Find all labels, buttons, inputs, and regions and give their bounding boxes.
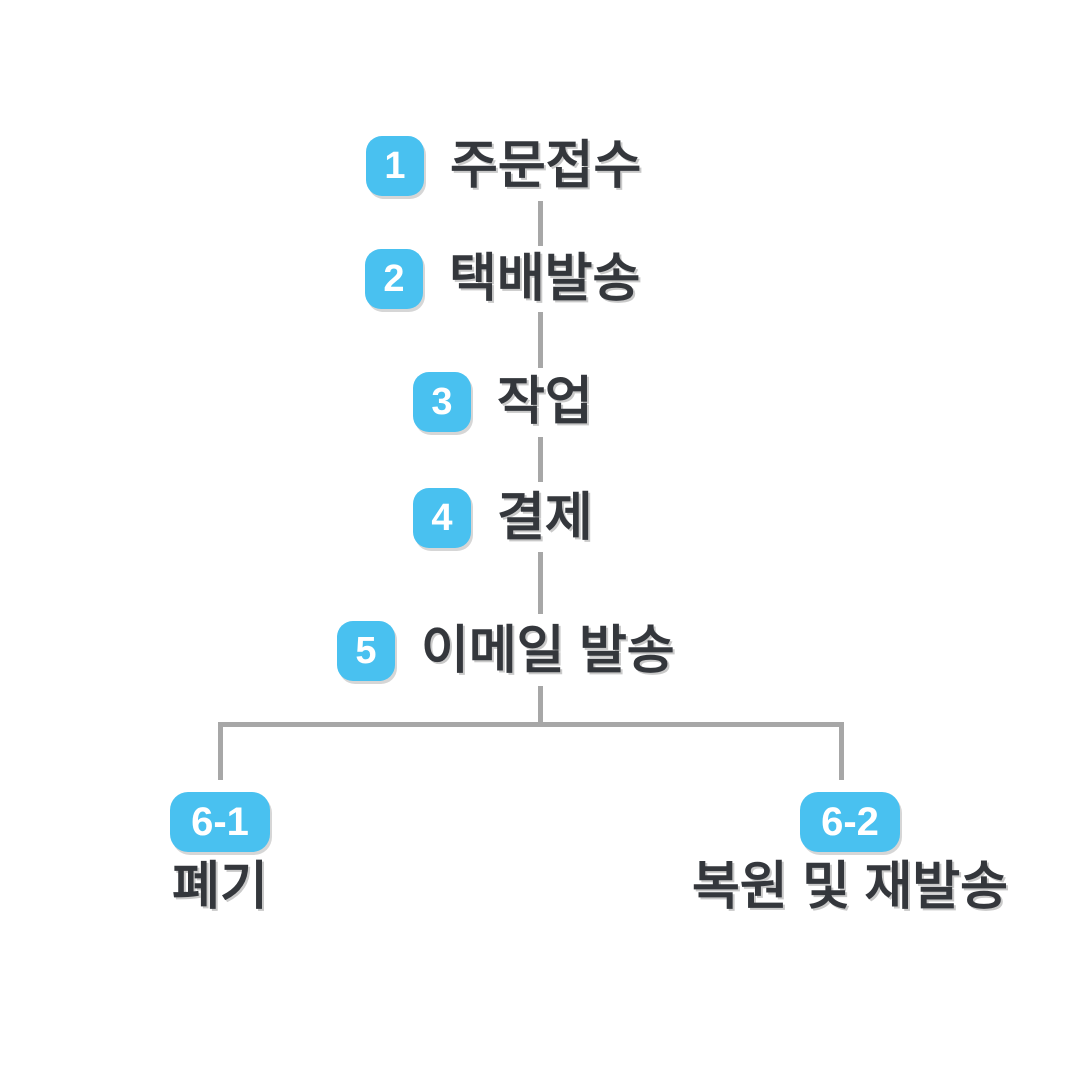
step-3-label: 작업	[497, 373, 593, 431]
step-row-2: 2 택배발송	[365, 249, 640, 309]
step-1-label: 주문접수	[450, 137, 642, 195]
connector-step1-step2	[538, 201, 543, 246]
step-5-badge: 5	[337, 621, 395, 681]
step-1-number: 1	[384, 144, 406, 187]
step-4-label: 결제	[497, 489, 593, 547]
step-4-badge: 4	[413, 488, 471, 548]
step-row-4: 4 결제	[413, 488, 593, 548]
branch-6-2-badge: 6-2	[800, 792, 900, 852]
step-2-badge: 2	[365, 249, 423, 309]
step-row-3: 3 작업	[413, 372, 593, 432]
branch-6-2-number: 6-2	[821, 799, 879, 844]
step-row-1: 1 주문접수	[366, 136, 641, 196]
connector-step3-step4	[538, 437, 543, 482]
step-row-5: 5 이메일 발송	[337, 621, 675, 681]
step-3-number: 3	[431, 380, 453, 423]
branch-6-2: 6-2 복원 및 재발송	[650, 792, 1050, 915]
step-4-number: 4	[431, 496, 453, 539]
connector-step5-branchbar	[538, 686, 543, 723]
branch-horizontal-bar	[218, 722, 844, 727]
step-3-badge: 3	[413, 372, 471, 432]
step-5-label: 이메일 발송	[421, 622, 675, 680]
connector-step2-step3	[538, 312, 543, 368]
branch-right-drop	[839, 722, 844, 780]
branch-6-1-label: 폐기	[172, 858, 268, 916]
branch-6-1-number: 6-1	[191, 799, 249, 844]
step-2-label: 택배발송	[449, 250, 641, 308]
step-5-number: 5	[355, 629, 377, 672]
step-1-badge: 1	[366, 136, 424, 196]
branch-6-1: 6-1 폐기	[70, 792, 370, 915]
branch-6-2-label: 복원 및 재발송	[692, 858, 1008, 916]
connector-step4-step5	[538, 552, 543, 614]
branch-left-drop	[218, 722, 223, 780]
branch-6-1-badge: 6-1	[170, 792, 270, 852]
step-2-number: 2	[383, 257, 405, 300]
